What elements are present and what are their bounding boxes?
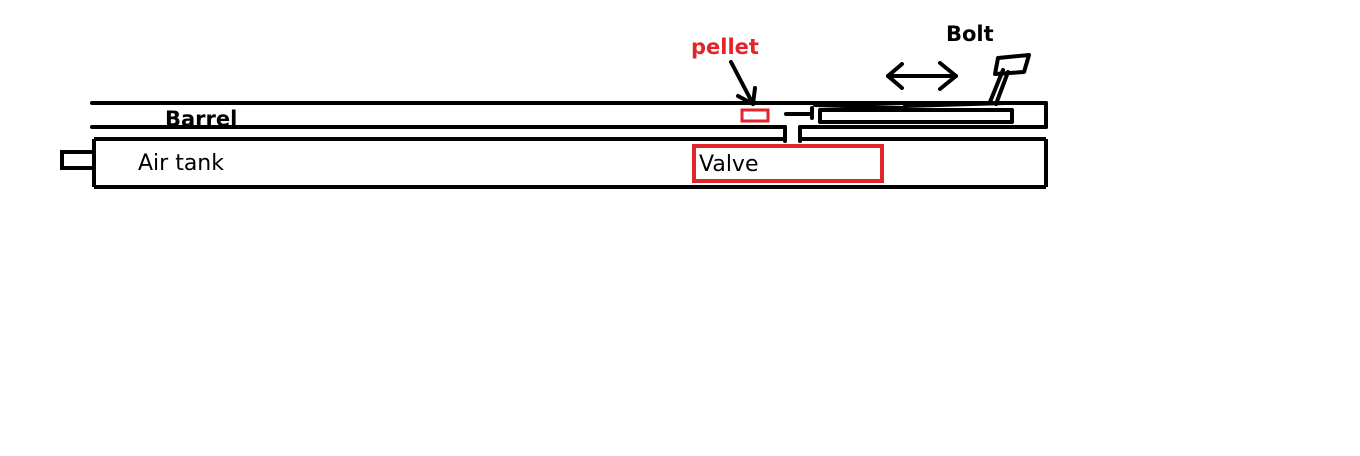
pellet-pointer-head (736, 86, 757, 106)
bolt-handle-stem-2 (994, 70, 1010, 106)
pellet-pointer-arrow (729, 60, 757, 106)
bolt-channel-slope (813, 103, 907, 110)
bolt-channel-top (903, 101, 1007, 108)
bolt-assembly (784, 53, 1031, 124)
pellet (740, 108, 770, 123)
barrel-label: Barrel (165, 107, 237, 131)
bolt-motion-arrow (886, 61, 958, 91)
bolt-label: Bolt (946, 22, 994, 46)
bolt-motion-arrow-left-head (886, 62, 904, 90)
pellet-pointer-shaft (729, 60, 755, 106)
air-tank-label: Air tank (138, 151, 224, 176)
barrel-tube (90, 101, 1048, 129)
bolt-body (818, 108, 1014, 124)
air-tank (60, 137, 1048, 189)
valve-label: Valve (699, 152, 759, 177)
bolt-motion-arrow-right-head (938, 61, 958, 91)
fill-nipple (60, 150, 96, 170)
pellet-label: pellet (691, 35, 759, 59)
valve-box (692, 144, 884, 183)
bolt-handle-knob (993, 53, 1031, 76)
transfer-port (783, 125, 802, 143)
